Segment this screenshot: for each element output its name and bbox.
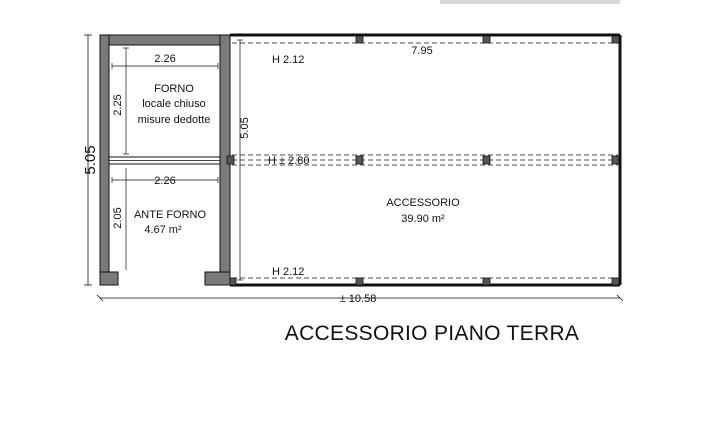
inner-depth-dimension: [237, 39, 243, 281]
forno-note-line1: locale chiuso: [142, 98, 206, 110]
total-depth-label: 5.05: [82, 145, 99, 174]
cropped-header-fragment: [440, 0, 620, 4]
height-bottom-label: H 2.12: [272, 266, 304, 278]
accessorio-area: 39.90 m²: [401, 213, 445, 225]
outer-dimension-lines: [84, 34, 624, 302]
forno-height-label: 2.25: [112, 94, 124, 115]
forno-dimension-lines: [111, 47, 219, 155]
ante-forno-name: ANTE FORNO: [134, 209, 207, 221]
ante-forno-height-label: 2.05: [112, 207, 124, 228]
inner-depth-label: 5.05: [239, 117, 251, 138]
ante-forno-dimension-lines: [111, 168, 219, 270]
height-middle-label: H ± 2.80: [268, 155, 310, 167]
forno-width-label: 2.26: [154, 53, 175, 65]
forno-name: FORNO: [154, 83, 194, 95]
room-divider: [108, 156, 221, 165]
height-top-label: H 2.12: [272, 54, 304, 66]
plan-title: ACCESSORIO PIANO TERRA: [285, 322, 579, 345]
ante-forno-width-label: 2.26: [154, 175, 175, 187]
accessorio-name: ACCESSORIO: [386, 197, 460, 209]
accessorio-length-label: 7.95: [411, 45, 432, 57]
forno-note-line2: misure dedotte: [138, 114, 211, 126]
columns: [226, 35, 620, 286]
ante-forno-area: 4.67 m²: [144, 224, 182, 236]
left-block-walls: [99, 34, 231, 286]
accessorio-outline: [230, 33, 622, 287]
total-width-label: ± 10.58: [340, 293, 377, 305]
